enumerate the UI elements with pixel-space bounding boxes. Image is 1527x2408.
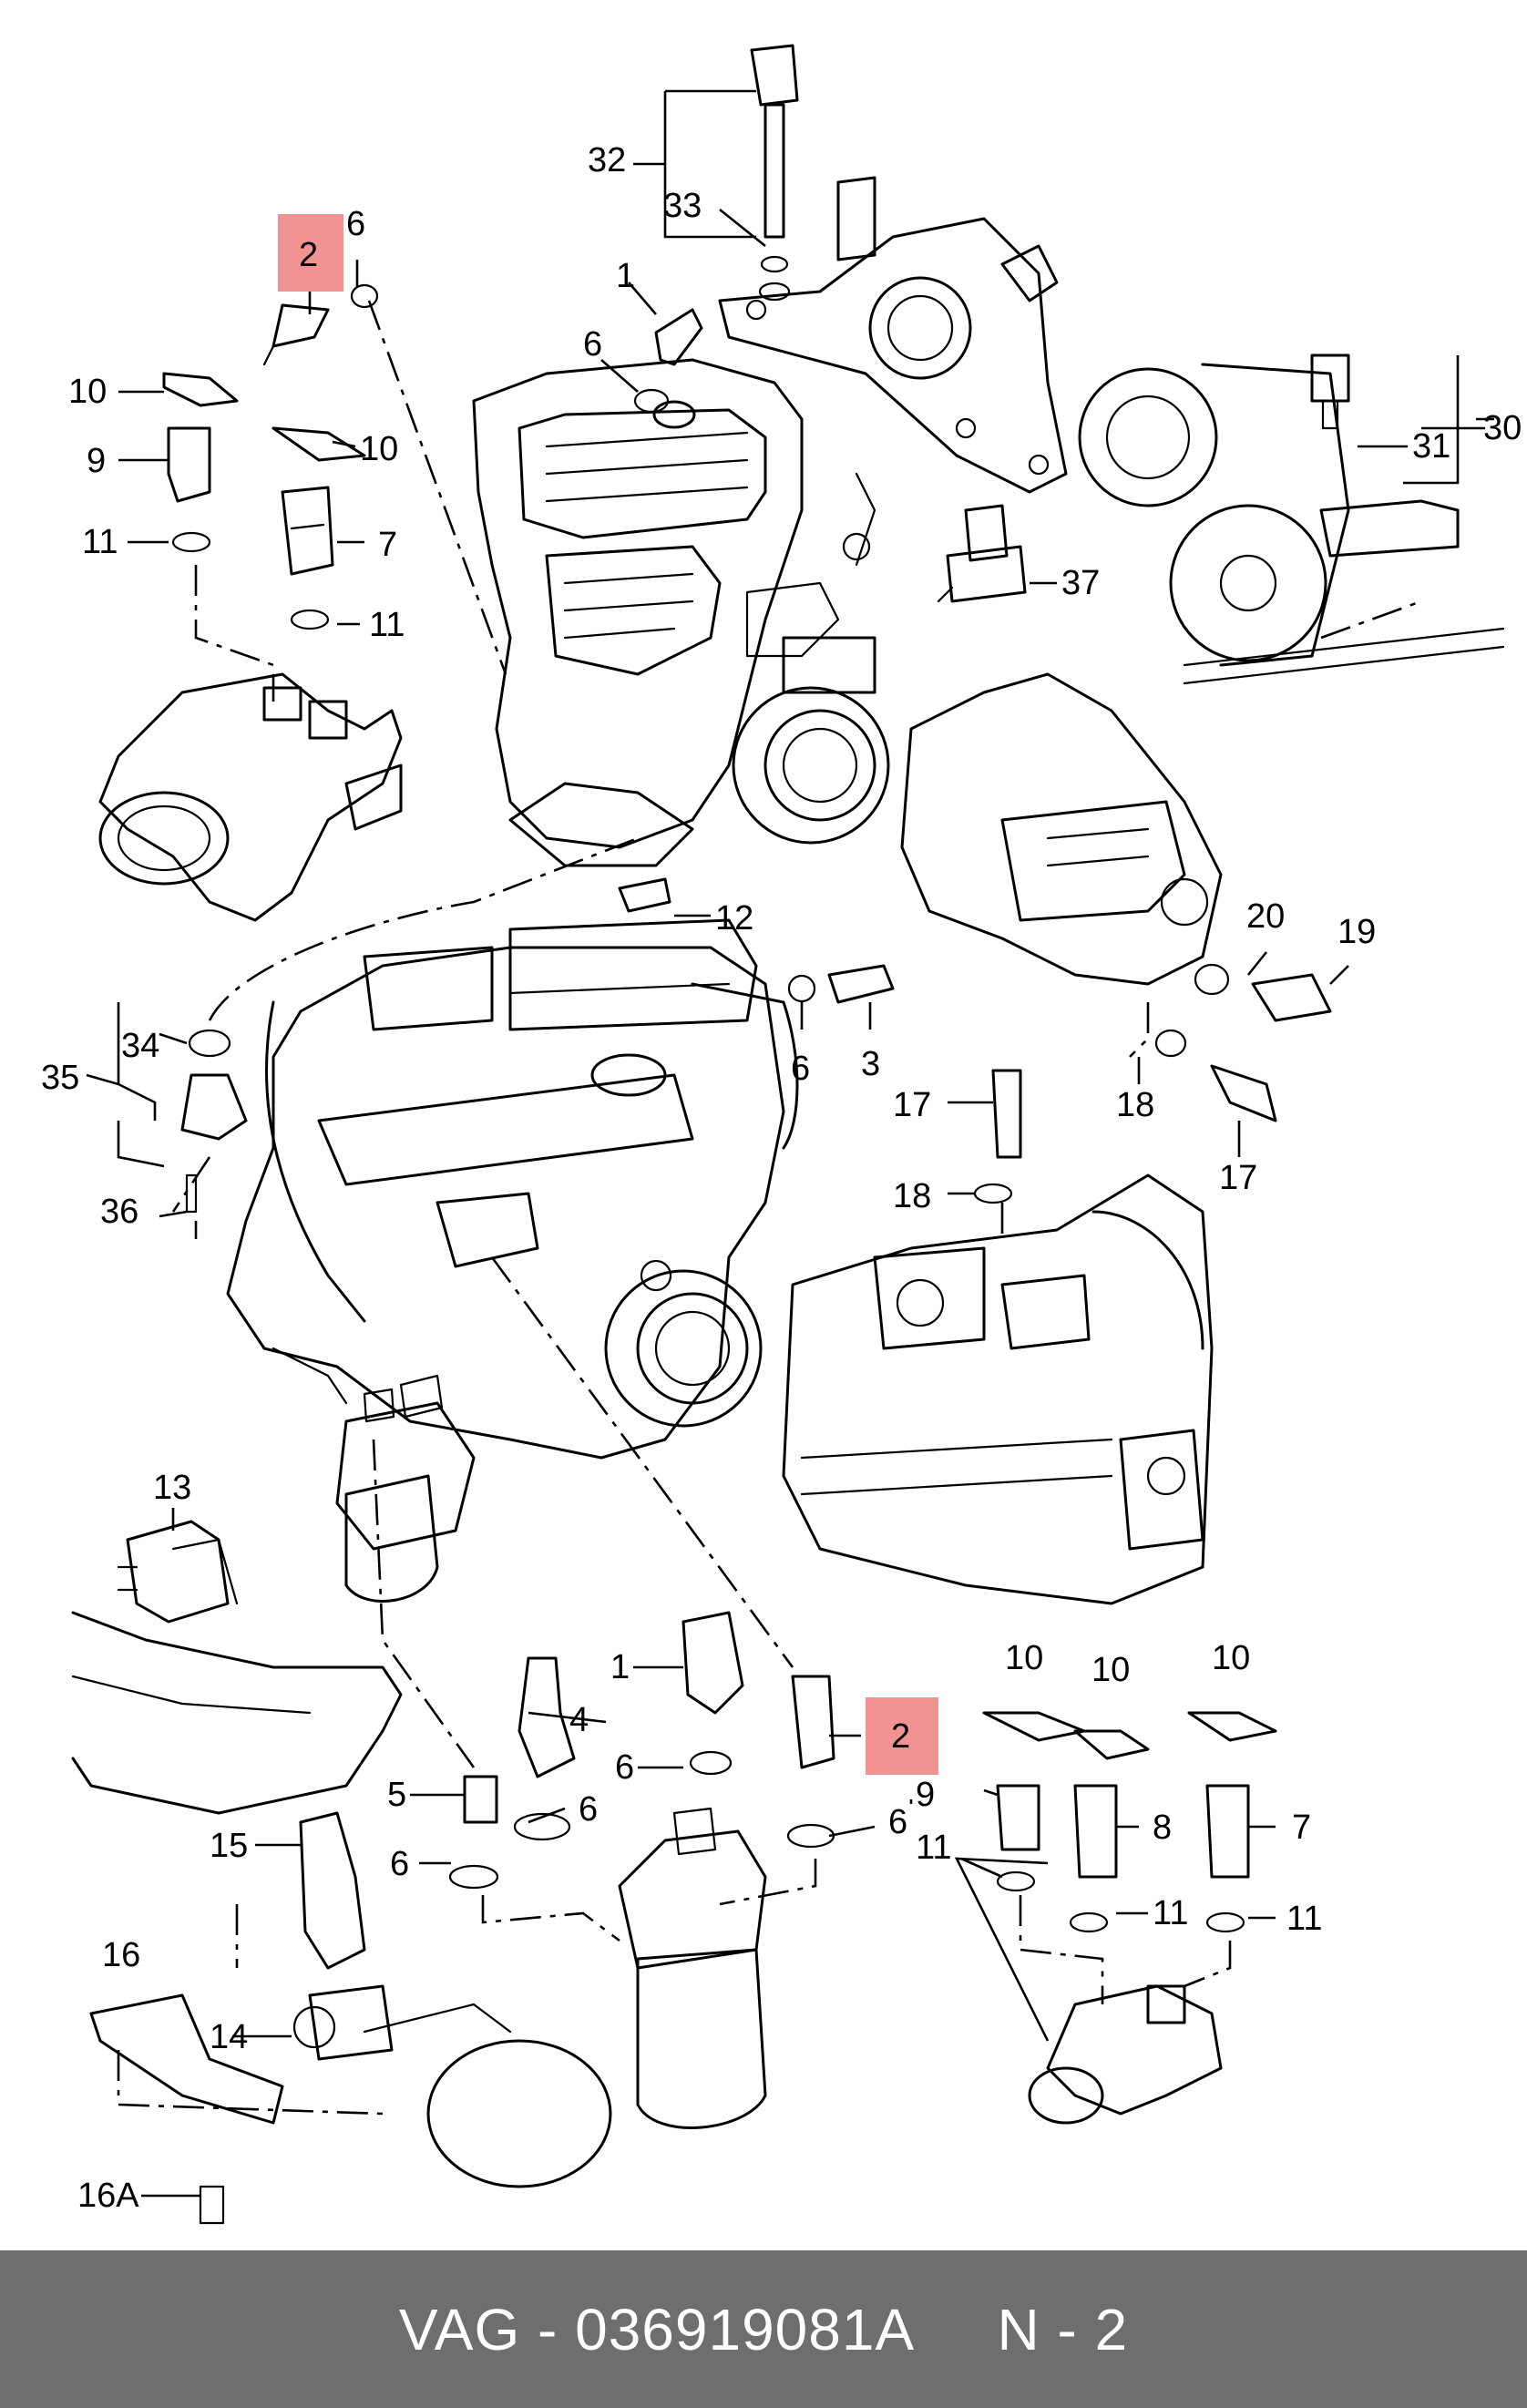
callout-label: 14 <box>210 2018 248 2056</box>
lower-engine-assembly <box>226 918 799 1460</box>
callout-label: 19 <box>1337 913 1376 951</box>
exploded-parts-diagram: 2 6 1 6 32 33 10 10 9 7 11 11 31 30 37 1… <box>41 44 1522 2225</box>
gearbox-lower <box>782 1173 1214 1605</box>
callout-label: 12 <box>715 899 753 938</box>
callout-label: 2 <box>891 1717 910 1756</box>
callout-label: 6 <box>583 325 602 364</box>
oil-filter-housing-left <box>272 1347 476 1603</box>
callout-label: 1 <box>616 257 635 295</box>
callout-label: 6 <box>346 205 365 243</box>
callout-label: 6 <box>615 1748 634 1787</box>
pulleys <box>1078 354 1505 685</box>
caption-spacer <box>912 2297 998 2362</box>
highlight-box-top <box>278 214 343 292</box>
callout-label: 11 <box>1153 1894 1188 1932</box>
callout-label: 5 <box>387 1776 406 1814</box>
callout-label: 37 <box>1061 564 1100 602</box>
callout-label: 34 <box>121 1027 159 1065</box>
part-13-connector <box>117 1520 239 1624</box>
callout-label: 7 <box>1292 1809 1311 1847</box>
callout-label: 30 <box>1483 409 1522 447</box>
bumper-fragment <box>71 1611 403 1815</box>
thermostat-housing-upper <box>98 672 403 922</box>
callout-label: 10 <box>1212 1639 1250 1677</box>
callout-label: 17 <box>1219 1159 1257 1197</box>
callout-label: 16A <box>77 2177 139 2215</box>
callout-label: 31 <box>1412 427 1450 466</box>
callout-label: 35 <box>41 1059 79 1097</box>
callout-label: 17 <box>893 1086 931 1124</box>
callout-label: 10 <box>1091 1651 1130 1689</box>
thermostat-housing-lower <box>1028 1984 1223 2125</box>
callout-labels: 2 6 1 6 32 33 10 10 9 7 11 11 31 30 37 1… <box>41 141 1522 2215</box>
callout-label: 6 <box>791 1050 810 1088</box>
callout-label: 3 <box>861 1045 880 1083</box>
gearbox-upper <box>900 672 1223 986</box>
dashed-leaders <box>117 300 1422 2116</box>
callout-label: 11 <box>369 606 405 644</box>
callout-label: 32 <box>588 141 626 179</box>
small-parts-center <box>618 308 895 1004</box>
callout-label: 11 <box>82 523 118 561</box>
small-parts-upper-left <box>162 283 379 630</box>
oil-filter-bottom <box>618 1807 767 2129</box>
small-parts-right <box>973 963 1332 1204</box>
solid-leaders <box>86 89 1494 1218</box>
callout-label: 6 <box>579 1790 598 1829</box>
footer-caption: VAG - 036919081A N - 2 <box>399 2296 1128 2363</box>
small-parts-bottom-left <box>89 1811 612 2225</box>
sensor-35 <box>180 1029 248 1214</box>
callout-label: 10 <box>1005 1639 1043 1677</box>
page-label-text: N - 2 <box>997 2296 1129 2362</box>
highlight-box-bottom <box>866 1697 938 1775</box>
callout-label: 9 <box>87 442 106 480</box>
callout-label: 33 <box>663 187 702 225</box>
callout-label: 1 <box>610 1648 630 1686</box>
callout-label: 20 <box>1246 897 1285 936</box>
callout-label: 10 <box>68 373 107 411</box>
callout-label: 13 <box>153 1469 191 1507</box>
callout-label: 15 <box>210 1827 248 1865</box>
callout-label: 11 <box>1286 1900 1322 1938</box>
part-37 <box>937 504 1027 603</box>
part-number-text: VAG - 036919081A <box>398 2296 912 2362</box>
callout-label: 7 <box>378 526 397 564</box>
callout-label: 6 <box>390 1845 409 1883</box>
callout-label: 10 <box>360 430 398 468</box>
callout-pointers <box>118 260 1349 2198</box>
upper-engine-assembly <box>472 358 890 867</box>
callout-label: 9 <box>916 1776 935 1814</box>
callout-label: 36 <box>100 1193 138 1231</box>
callout-label: 2 <box>299 236 318 274</box>
sensors-bottom <box>448 1611 835 1890</box>
callout-label: 6 <box>888 1803 907 1841</box>
timing-cover <box>718 176 1068 494</box>
small-parts-bottom-right <box>982 1711 1277 1933</box>
footer-bar: VAG - 036919081A N - 2 <box>0 2250 1527 2408</box>
dipstick-item-32 <box>750 44 799 302</box>
callout-label: 16 <box>102 1936 140 1974</box>
callout-label: 4 <box>569 1701 589 1739</box>
callout-label: 18 <box>893 1177 931 1215</box>
callout-label: 8 <box>1153 1809 1172 1847</box>
callout-label: 11 <box>916 1829 951 1867</box>
callout-label: 18 <box>1116 1086 1154 1124</box>
